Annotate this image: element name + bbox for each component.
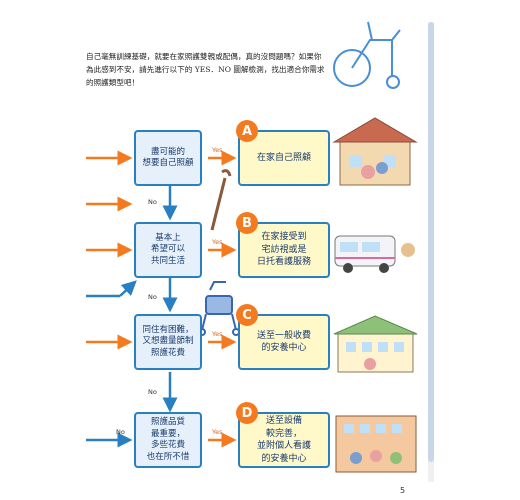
no-label-4: No (116, 428, 125, 436)
no-label-2: No (148, 293, 157, 301)
question-3-text: 同住有困難， 又想盡量節制 照護花費 (142, 324, 194, 358)
wheelchair-illustration (333, 21, 401, 89)
walker-illustration (198, 281, 240, 336)
building-illustration-d (335, 415, 417, 473)
result-c-text: 送至一般收費 的安養中心 (256, 330, 311, 354)
question-1-text: 盡可能的 想要自己照顧 (142, 146, 194, 169)
question-4-text: 照護品質 最重要， 多些花費 也在所不惜 (146, 417, 190, 462)
result-box-d: 送至設備 較完善， 並附個人看護 的安養中心 (238, 412, 330, 468)
question-box-1: 盡可能的 想要自己照顧 (134, 130, 202, 186)
result-b-text: 在家接受到 宅訪視或是 日托看護服務 (256, 232, 311, 268)
question-2-text: 基本上 希望可以 共同生活 (150, 232, 185, 266)
result-letter-d: D (236, 402, 258, 424)
result-letter-b: B (236, 212, 258, 234)
question-box-2: 基本上 希望可以 共同生活 (134, 222, 202, 278)
question-box-4: 照護品質 最重要， 多些花費 也在所不惜 (134, 412, 202, 468)
question-box-3: 同住有困難， 又想盡量節制 照護花費 (134, 314, 202, 370)
yes-label-3: Yes (212, 330, 223, 338)
result-a-text: 在家自己照顧 (256, 152, 311, 163)
building-illustration-c (333, 315, 418, 373)
cane-illustration (210, 177, 227, 231)
intro-paragraph: 自己毫無訓練基礎，就要在家照護雙親或配偶，真的沒問題嗎？如果你為此感到不安，請先… (86, 52, 325, 87)
result-letter-a: A (236, 120, 258, 142)
yes-label-1: Yes (212, 146, 223, 154)
result-letter-c: C (236, 304, 258, 326)
yes-label-4: Yes (212, 428, 223, 436)
no-label-3: No (148, 388, 157, 396)
scrollbar-thumb[interactable] (428, 22, 434, 462)
result-d-text: 送至設備 較完善， 並附個人看護 的安養中心 (256, 416, 311, 464)
van-illustration-b (334, 235, 415, 273)
page-number: 5 (400, 486, 406, 495)
no-label-1: No (148, 198, 157, 206)
house-illustration-a (332, 117, 418, 186)
yes-label-2: Yes (212, 238, 223, 246)
